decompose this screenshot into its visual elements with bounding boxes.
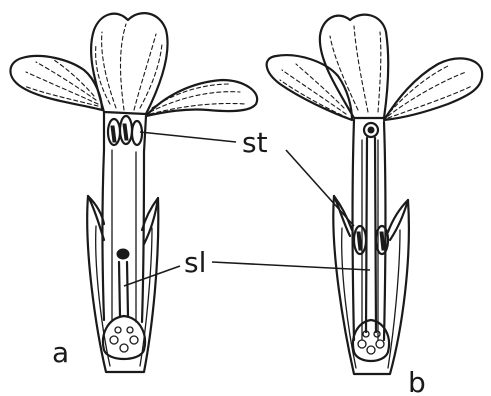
leader-sl-b bbox=[212, 262, 370, 270]
label-flower-a: a bbox=[52, 336, 69, 369]
flower-a-stamens bbox=[108, 116, 142, 145]
flower-b-right-petal bbox=[384, 58, 482, 120]
flower-b-left-petal bbox=[267, 55, 352, 120]
flower-b-stamens bbox=[354, 226, 388, 254]
leader-sl-a bbox=[124, 266, 180, 286]
flower-b bbox=[267, 15, 483, 374]
leader-st-b bbox=[286, 150, 354, 226]
flower-b-top-petal bbox=[320, 15, 388, 118]
flower-b-corolla-tube bbox=[353, 120, 386, 340]
flower-b-calyx bbox=[333, 196, 409, 374]
flower-a-left-petal bbox=[10, 56, 102, 110]
flower-a-right-petal bbox=[146, 80, 257, 116]
flower-a-top-petal bbox=[91, 13, 168, 114]
flower-a-pistil bbox=[103, 249, 145, 359]
flower-b-stigma bbox=[364, 123, 378, 137]
label-stamen: st bbox=[242, 126, 268, 159]
label-flower-b: b bbox=[408, 366, 426, 396]
flower-b-style bbox=[366, 138, 376, 332]
flower-a bbox=[10, 13, 257, 372]
leader-st-a bbox=[140, 132, 236, 142]
label-style: sl bbox=[184, 246, 206, 279]
flower-a-calyx bbox=[87, 196, 158, 372]
